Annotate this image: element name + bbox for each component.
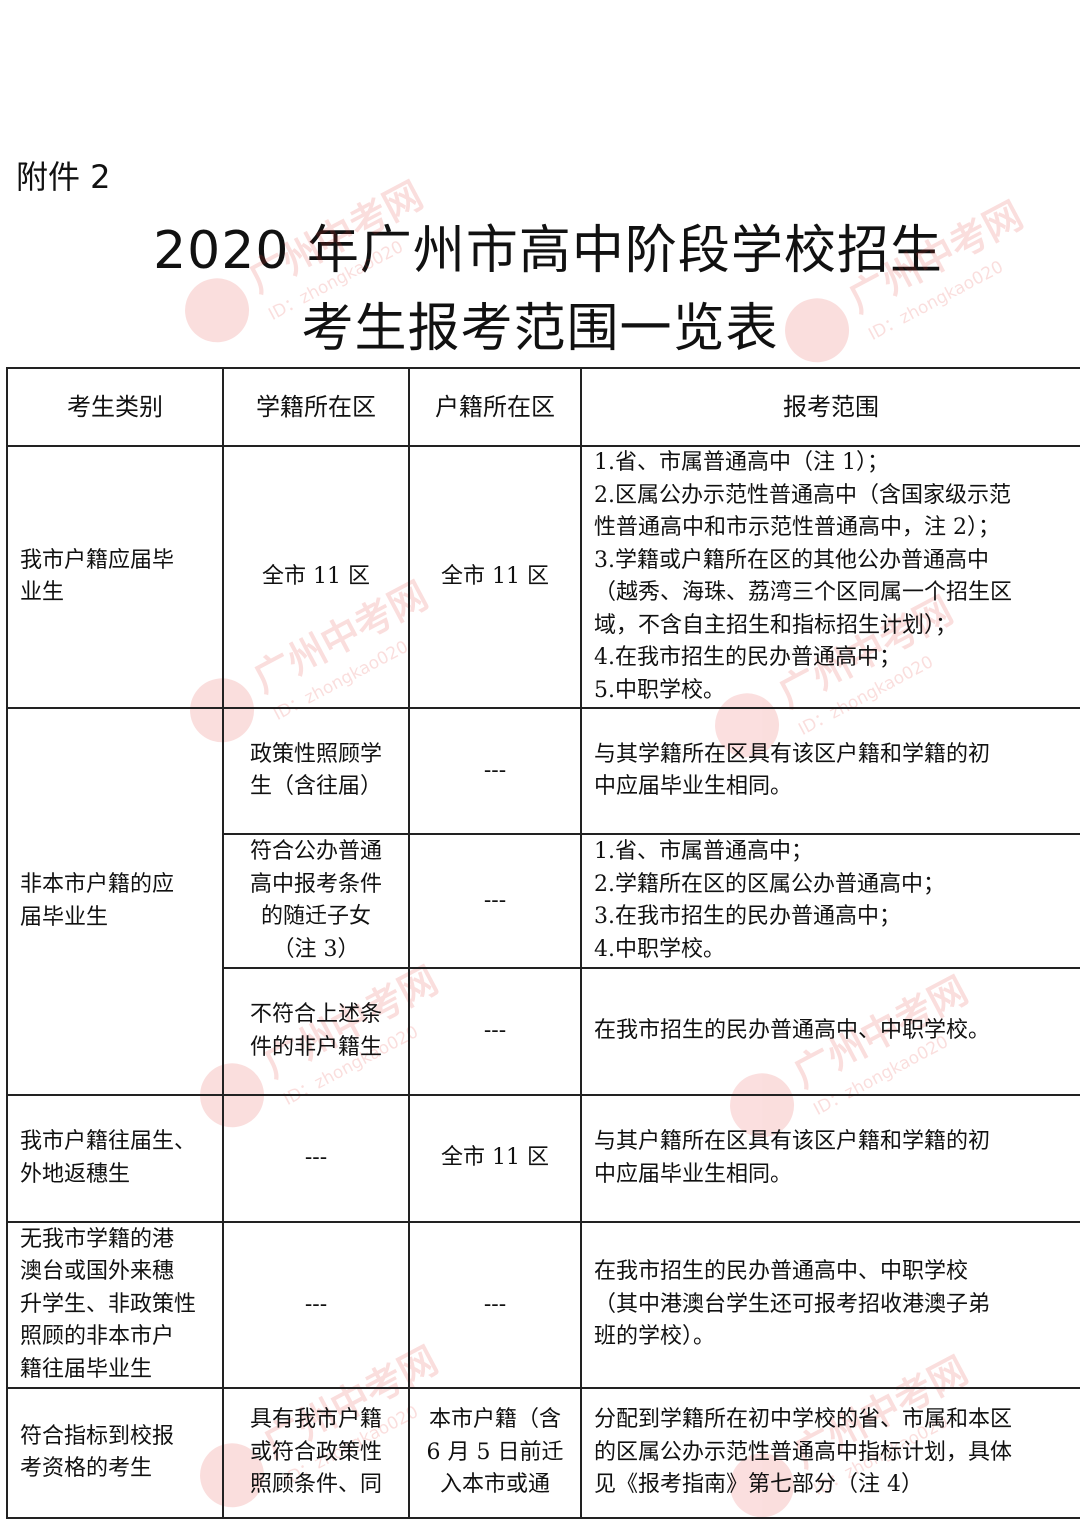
table-row: 不符合上述条 件的非户籍生 --- 在我市招生的民办普通高中、中职学校。 [7,967,1080,1096]
scope-cell: 在我市招生的民办普通高中、中职学校 （其中港澳台学生还可报考招收港澳子弟 班的学… [580,1221,1080,1389]
table-row: 无我市学籍的港 澳台或国外来穗 升学生、非政策性 照顾的非本市户 籍往届毕业生 … [6,1221,1080,1389]
household-district-cell: --- [408,707,582,835]
category-cell: 我市户籍应届毕 业生 [6,445,224,709]
scope-cell: 在我市招生的民办普通高中、中职学校。 [580,967,1080,1096]
category-cell: 符合指标到校报 考资格的考生 [6,1387,224,1519]
school-district-cell: 符合公办普通 高中报考条件 的随迁子女 （注 3） [222,833,410,969]
scope-cell: 1.省、市属普通高中； 2.学籍所在区的区属公办普通高中； 3.在我市招生的民办… [580,833,1080,969]
table-row: 我市户籍应届毕 业生 全市 11 区 全市 11 区 1.省、市属普通高中（注 … [6,445,1080,709]
household-district-cell: 本市户籍（含 6 月 5 日前迁 入本市或通 [408,1387,582,1519]
header-school-district: 学籍所在区 [222,367,410,447]
household-district-cell: --- [408,833,582,969]
scope-cell: 分配到学籍所在初中学校的省、市属和本区 的区属公办示范性普通高中指标计划，具体 … [580,1387,1080,1519]
category-cell: 无我市学籍的港 澳台或国外来穗 升学生、非政策性 照顾的非本市户 籍往届毕业生 [6,1221,224,1389]
table-row: 非本市户籍的应 届毕业生 政策性照顾学 生（含往届） --- 与其学籍所在区具有… [6,707,1080,1096]
table-header-row: 考生类别 学籍所在区 户籍所在区 报考范围 [6,367,1080,447]
table-row: 符合指标到校报 考资格的考生 具有我市户籍 或符合政策性 照顾条件、同 本市户籍… [6,1387,1080,1519]
page-title-line1: 2020 年广州市高中阶段学校招生 [153,221,943,281]
header-category: 考生类别 [6,367,224,447]
school-district-cell: 不符合上述条 件的非户籍生 [222,967,410,1096]
scope-cell: 与其户籍所在区具有该区户籍和学籍的初 中应届毕业生相同。 [580,1094,1080,1223]
category-cell: 非本市户籍的应 届毕业生 [6,707,224,1096]
household-district-cell: --- [408,967,582,1096]
school-district-cell: --- [222,1221,410,1389]
header-scope: 报考范围 [580,367,1080,447]
school-district-cell: 政策性照顾学 生（含往届） [222,707,410,835]
page-title-line2: 考生报考范围一览表 [301,299,779,359]
household-district-cell: 全市 11 区 [408,445,582,709]
school-district-cell: --- [222,1094,410,1223]
school-district-cell: 全市 11 区 [222,445,410,709]
attachment-label: 附件 2 [16,158,111,196]
scope-cell: 与其学籍所在区具有该区户籍和学籍的初 中应届毕业生相同。 [580,707,1080,835]
household-district-cell: 全市 11 区 [408,1094,582,1223]
scope-cell: 1.省、市属普通高中（注 1）； 2.区属公办示范性普通高中（含国家级示范 性普… [580,445,1080,709]
household-district-cell: --- [408,1221,582,1389]
school-district-cell: 具有我市户籍 或符合政策性 照顾条件、同 [222,1387,410,1519]
scope-table: 考生类别 学籍所在区 户籍所在区 报考范围 我市户籍应届毕 业生 全市 11 区… [6,367,1080,1519]
table-row: 我市户籍往届生、 外地返穗生 --- 全市 11 区 与其户籍所在区具有该区户籍… [6,1094,1080,1223]
category-cell: 我市户籍往届生、 外地返穗生 [6,1094,224,1223]
header-household-district: 户籍所在区 [408,367,582,447]
